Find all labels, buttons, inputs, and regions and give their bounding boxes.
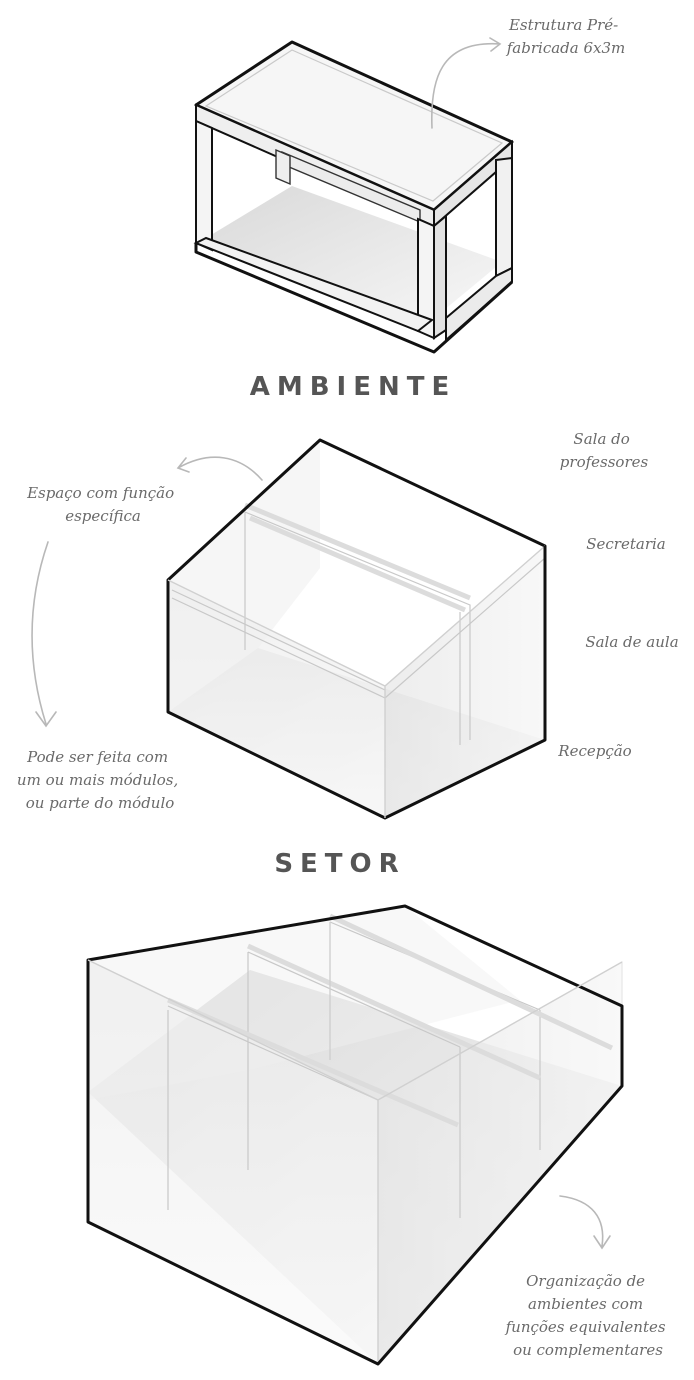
setor-divider (244, 511, 471, 745)
annotation-organization: Organização de ambientes com funções equ… (505, 1272, 671, 1359)
setor-inner-edges (171, 557, 546, 699)
label-teachers-room: Sala do professores (560, 430, 649, 471)
label-classroom: Sala de aula (585, 633, 678, 651)
column-left (195, 119, 213, 252)
org-outline (86, 904, 624, 1366)
org-vertical-edges (329, 922, 379, 1364)
column-front-side (433, 213, 447, 340)
module-setor (166, 438, 547, 820)
module-ambiente (193, 40, 514, 354)
arrow-organization (559, 1195, 611, 1250)
heading-ambiente: AMBIENTE (250, 372, 457, 402)
roof-inner-edge (204, 49, 504, 202)
heading-setor: SETOR (274, 849, 405, 879)
base-front (193, 236, 435, 333)
annotation-structure: Estrutura Pré- fabricada 6x3m (506, 16, 626, 57)
arrow-can-be-made (31, 541, 57, 728)
annotation-space-function: Espaço com função específica (26, 484, 179, 525)
column-back (275, 148, 291, 186)
module-organization (86, 904, 624, 1366)
org-top-edges (87, 959, 623, 1101)
label-secretary: Secretaria (586, 535, 665, 553)
column-right (495, 156, 513, 278)
label-reception: Recepção (557, 742, 631, 760)
setor-top-edges (167, 545, 546, 818)
annotation-can-be-made: Pode ser feita com um ou mais módulos, o… (17, 748, 183, 812)
arrow-space-function (176, 456, 263, 481)
base-side (445, 266, 513, 343)
setor-back-wall (168, 440, 320, 712)
org-top-beams (167, 913, 614, 1128)
arrow-structure (430, 37, 502, 129)
base-outline (194, 243, 514, 354)
setor-top-beam (244, 502, 471, 613)
